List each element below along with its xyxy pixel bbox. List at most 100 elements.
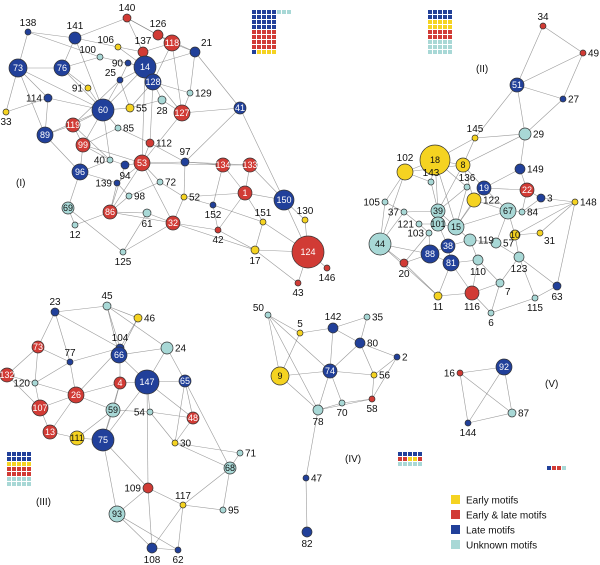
node-label-118: 118 [165,38,179,48]
node-105 [381,198,389,206]
node-label-130: 130 [297,206,314,217]
node-label-40: 40 [94,156,106,167]
node-label-33: 33 [0,117,12,128]
node-label-8: 8 [460,160,465,170]
glyph-cell [433,50,437,54]
node-63 [552,281,562,291]
node-26 [67,386,85,404]
glyph-cell [272,25,276,29]
legend-swatch-both [451,510,460,519]
glyph-cell [433,45,437,49]
edge-117-62 [177,504,184,551]
node-84 [518,208,526,216]
edge-50-9 [267,314,281,377]
glyph-cell [547,466,551,470]
edge-68-95 [222,467,231,511]
node-label-66: 66 [114,350,124,360]
glyph-cell [267,35,271,39]
node-128 [144,73,162,91]
edge-152-42 [212,204,219,231]
node-3 [536,193,546,203]
glyph-cell [27,472,31,476]
node-label-152: 152 [205,210,222,221]
node-label-73: 73 [13,63,23,73]
glyph-cell [27,467,31,471]
node-label-110: 110 [470,267,486,278]
node-86 [102,204,118,220]
node-149 [514,163,526,175]
node-45 [102,301,112,311]
glyph-cell [257,35,261,39]
glyph-cell [267,50,271,54]
glyph-cell [557,466,561,470]
node-label-99: 99 [78,140,88,150]
glyph-cell [398,452,402,456]
node-label-41: 41 [235,103,245,113]
node-73 [8,58,28,78]
node-label-62: 62 [172,555,184,565]
glyph-cell [257,40,261,44]
node-label-13: 13 [45,427,55,437]
glyph-cell [12,477,16,481]
edge-97-52 [183,161,186,198]
node-label-87: 87 [518,409,530,420]
glyph-cell [252,10,256,14]
bar-glyph-1 [252,10,291,54]
glyph-cell [443,20,447,24]
node-label-14: 14 [140,62,150,72]
edge-34-51 [516,25,544,86]
node-38 [440,238,456,254]
glyph-cell [438,20,442,24]
node-99 [75,137,91,153]
bar-glyph-2 [428,10,452,54]
node-5 [296,329,304,337]
node-25 [116,76,124,84]
glyph-cell [262,35,266,39]
edge-29-8 [462,133,526,166]
node-43 [294,279,302,287]
edge-49-27 [562,52,584,100]
glyph-cell [403,462,407,466]
bar-glyph-4 [398,452,422,466]
node-141 [68,31,82,45]
glyph-cell [413,452,417,456]
node-78 [312,404,324,416]
node-74 [322,363,338,379]
glyph-cell [428,45,432,49]
legend-label-early: Early motifs [466,496,518,507]
glyph-cell [252,30,256,34]
node-label-77: 77 [64,348,76,359]
edge-55-28 [129,99,163,109]
node-label-97: 97 [179,147,191,158]
node-24 [160,341,174,355]
edge-92-144 [467,366,505,424]
node-label-128: 128 [145,77,160,87]
glyph-cell [277,10,281,14]
node-148 [571,198,579,206]
edge-7-6 [490,282,501,314]
edge-61-125 [122,212,148,253]
glyph-cell [262,45,266,49]
glyph-cell [7,462,11,466]
node-label-86: 86 [105,207,115,217]
node-69 [61,201,75,215]
node-28 [157,95,167,105]
node-label-61: 61 [141,219,153,230]
node-label-151: 151 [255,208,272,219]
edge-41-150 [239,107,285,201]
glyph-cell [272,10,276,14]
node-label-9: 9 [277,371,282,381]
node-106 [114,43,122,51]
edge-148-10 [514,201,576,236]
node-14 [133,55,157,79]
node-label-147: 147 [139,377,154,387]
node-label-2: 2 [402,353,408,364]
glyph-cell [272,15,276,19]
glyph-cell [438,40,442,44]
node-82 [301,526,313,538]
node-101 [430,216,446,232]
glyph-cell [27,477,31,481]
node-label-107: 107 [32,403,47,413]
glyph-cell [262,10,266,14]
node-label-63: 63 [551,292,563,303]
